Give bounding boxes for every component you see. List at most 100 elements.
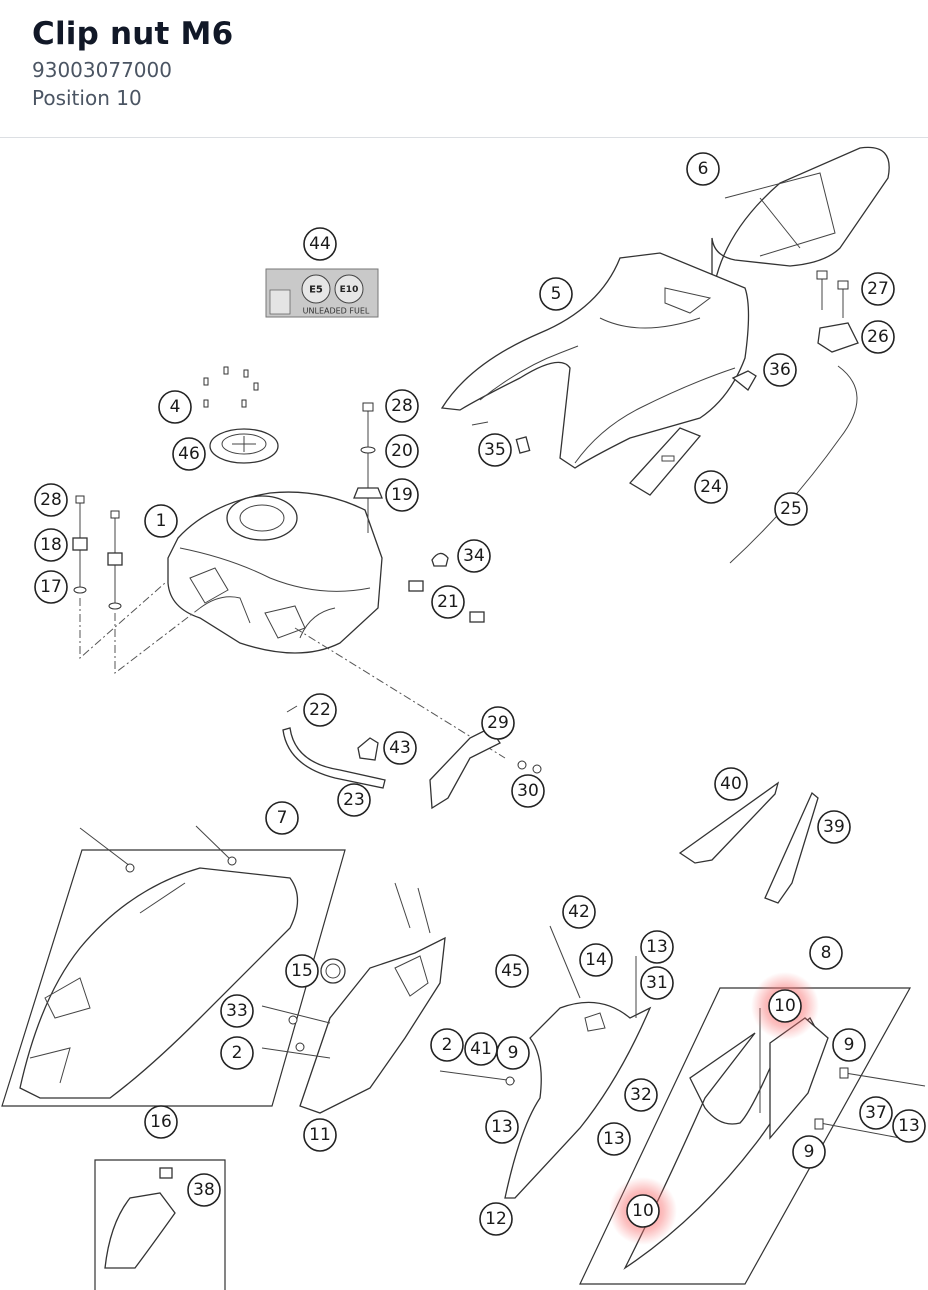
- svg-text:23: 23: [343, 790, 365, 810]
- page-header: Clip nut M6 93003077000 Position 10: [0, 0, 928, 138]
- callout-12[interactable]: 12: [479, 1202, 513, 1236]
- callout-44[interactable]: 44: [303, 227, 337, 261]
- svg-text:42: 42: [568, 902, 590, 922]
- callout-42[interactable]: 42: [562, 895, 596, 929]
- part-title: Clip nut M6: [32, 16, 234, 52]
- tank-mount-fasteners-part: [72, 495, 123, 610]
- svg-text:4: 4: [170, 397, 181, 417]
- svg-text:29: 29: [487, 713, 509, 733]
- callout-28-left[interactable]: 28: [34, 483, 68, 517]
- svg-text:28: 28: [40, 490, 62, 510]
- svg-text:44: 44: [309, 234, 331, 254]
- fuel-cap-bolts-part: [203, 366, 259, 408]
- svg-text:16: 16: [150, 1112, 172, 1132]
- knee-pad-left-part: [678, 781, 780, 864]
- side-cover-mid-part: [439, 925, 652, 1199]
- svg-text:46: 46: [178, 444, 200, 464]
- callout-8[interactable]: 8: [809, 936, 843, 970]
- callout-14[interactable]: 14: [579, 943, 613, 977]
- svg-text:30: 30: [517, 781, 539, 801]
- callout-13-d[interactable]: 13: [892, 1109, 926, 1143]
- rear-seat-part: [710, 146, 890, 329]
- callout-38[interactable]: 38: [187, 1173, 221, 1207]
- callout-16[interactable]: 16: [144, 1105, 178, 1139]
- document-pouch-part: [628, 427, 702, 496]
- position-label: Position 10: [32, 86, 142, 110]
- svg-text:13: 13: [898, 1116, 920, 1136]
- unleaded-fuel-text: UNLEADED FUEL: [303, 307, 370, 316]
- svg-text:6: 6: [698, 159, 709, 179]
- svg-text:18: 18: [40, 535, 62, 555]
- svg-text:2: 2: [232, 1043, 243, 1063]
- callout-13-c[interactable]: 13: [597, 1122, 631, 1156]
- callout-19[interactable]: 19: [385, 478, 419, 512]
- callout-25[interactable]: 25: [774, 492, 808, 526]
- svg-text:19: 19: [391, 485, 413, 505]
- callout-34[interactable]: 34: [457, 539, 491, 573]
- callout-17[interactable]: 17: [34, 570, 68, 604]
- svg-text:22: 22: [309, 700, 331, 720]
- callout-33[interactable]: 33: [220, 994, 254, 1028]
- svg-text:36: 36: [769, 360, 791, 380]
- callout-10-lower[interactable]: 10: [626, 1194, 660, 1228]
- callout-46[interactable]: 46: [172, 437, 206, 471]
- callout-26[interactable]: 26: [861, 320, 895, 354]
- callout-13-b[interactable]: 13: [485, 1110, 519, 1144]
- exploded-parts-diagram: E5 E10 UNLEADED FUEL: [1, 146, 926, 1290]
- callout-29[interactable]: 29: [481, 706, 515, 740]
- callout-35[interactable]: 35: [478, 433, 512, 467]
- callout-23[interactable]: 23: [337, 783, 371, 817]
- svg-text:24: 24: [700, 477, 722, 497]
- svg-text:7: 7: [277, 808, 288, 828]
- svg-text:37: 37: [865, 1103, 887, 1123]
- callout-30[interactable]: 30: [511, 774, 545, 808]
- callout-37[interactable]: 37: [859, 1096, 893, 1130]
- svg-text:10: 10: [632, 1201, 654, 1221]
- callout-39[interactable]: 39: [817, 810, 851, 844]
- svg-text:25: 25: [780, 499, 802, 519]
- callout-13-a[interactable]: 13: [640, 930, 674, 964]
- callout-10-upper[interactable]: 10: [768, 989, 802, 1023]
- callout-22[interactable]: 22: [303, 693, 337, 727]
- callout-11[interactable]: 11: [303, 1118, 337, 1152]
- svg-text:13: 13: [646, 937, 668, 957]
- callout-18[interactable]: 18: [34, 528, 68, 562]
- callout-15[interactable]: 15: [285, 954, 319, 988]
- callout-2-left[interactable]: 2: [220, 1036, 254, 1070]
- svg-text:1: 1: [156, 511, 167, 531]
- callout-9-right-upper[interactable]: 9: [832, 1028, 866, 1062]
- svg-text:8: 8: [821, 943, 832, 963]
- svg-text:11: 11: [309, 1125, 331, 1145]
- callout-4[interactable]: 4: [158, 390, 192, 424]
- callout-2-mid[interactable]: 2: [430, 1028, 464, 1062]
- callout-20[interactable]: 20: [385, 434, 419, 468]
- callout-43[interactable]: 43: [383, 731, 417, 765]
- fuel-tank-part: [167, 491, 383, 654]
- callout-7[interactable]: 7: [265, 801, 299, 835]
- callout-45[interactable]: 45: [495, 954, 529, 988]
- callout-1[interactable]: 1: [144, 504, 178, 538]
- rear-frame-bracket-part: [261, 882, 446, 1114]
- callout-27[interactable]: 27: [861, 272, 895, 306]
- callout-41[interactable]: 41: [464, 1032, 498, 1066]
- svg-text:43: 43: [389, 738, 411, 758]
- svg-text:39: 39: [823, 817, 845, 837]
- callout-6[interactable]: 6: [686, 152, 720, 186]
- callout-21[interactable]: 21: [431, 585, 465, 619]
- callout-9-mid[interactable]: 9: [496, 1036, 530, 1070]
- callout-40[interactable]: 40: [714, 767, 748, 801]
- part-number: 93003077000: [32, 58, 172, 82]
- callout-31[interactable]: 31: [640, 966, 674, 1000]
- svg-text:32: 32: [630, 1085, 652, 1105]
- callout-28-upper[interactable]: 28: [385, 389, 419, 423]
- callout-36[interactable]: 36: [763, 353, 797, 387]
- callout-5[interactable]: 5: [539, 277, 573, 311]
- callout-24[interactable]: 24: [694, 470, 728, 504]
- knee-pad-right-part: [764, 791, 819, 904]
- svg-text:33: 33: [226, 1001, 248, 1021]
- tank-clips-part: [408, 552, 485, 623]
- callout-32[interactable]: 32: [624, 1078, 658, 1112]
- svg-text:35: 35: [484, 440, 506, 460]
- svg-text:21: 21: [437, 592, 459, 612]
- callout-9-right-lower[interactable]: 9: [792, 1135, 826, 1169]
